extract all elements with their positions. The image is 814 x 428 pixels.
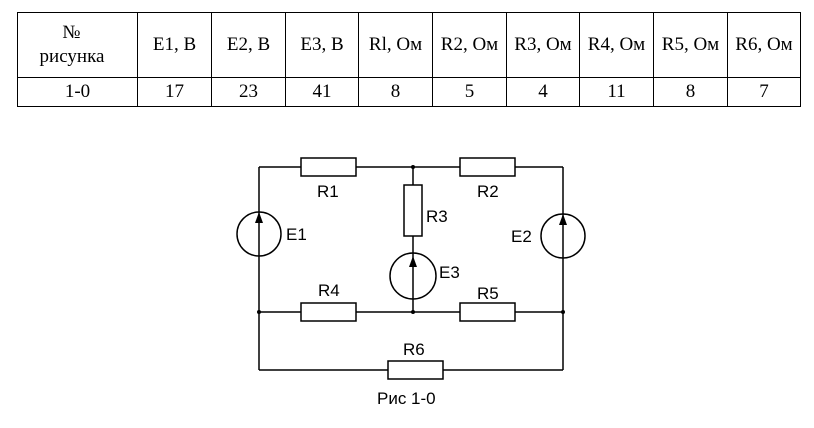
junction-dots xyxy=(257,165,565,314)
label-r6: R6 xyxy=(403,340,425,359)
header-e1: E1, В xyxy=(137,12,212,78)
label-r1: R1 xyxy=(317,182,339,201)
value-r3: 4 xyxy=(506,77,580,107)
header-r3: R3, Ом xyxy=(506,12,580,78)
header-e2: E2, В xyxy=(211,12,286,78)
resistor-r3 xyxy=(403,184,423,237)
source-e3 xyxy=(389,252,437,300)
label-e2: E2 xyxy=(511,227,532,246)
source-e2 xyxy=(540,213,586,259)
header-r6: R6, Ом xyxy=(727,12,801,78)
value-e2: 23 xyxy=(211,77,286,107)
resistor-r2 xyxy=(459,157,516,177)
label-e3: E3 xyxy=(439,263,460,282)
figure-number-header-line1: № xyxy=(62,22,81,43)
value-e3: 41 xyxy=(285,77,359,107)
resistor-r6 xyxy=(387,360,444,380)
label-r3: R3 xyxy=(426,207,448,226)
figure-caption: Рис 1-0 xyxy=(377,389,436,408)
header-r4: R4, Ом xyxy=(579,12,654,78)
label-r4: R4 xyxy=(318,281,340,300)
resistor-r4 xyxy=(300,302,357,322)
value-r6: 7 xyxy=(727,77,801,107)
value-r1: 8 xyxy=(358,77,433,107)
header-r2: R2, Ом xyxy=(432,12,507,78)
value-r2: 5 xyxy=(432,77,507,107)
value-r4: 11 xyxy=(579,77,654,107)
figure-number-header-line2: рисунка xyxy=(39,46,105,67)
figure-number-cell: 1-0 xyxy=(17,77,138,107)
resistor-r5 xyxy=(459,302,516,322)
label-r2: R2 xyxy=(477,182,499,201)
resistor-r1 xyxy=(300,157,357,177)
figure-number-header: № рисунка xyxy=(17,12,138,78)
label-r5: R5 xyxy=(477,284,499,303)
table-row: 1-0 17 23 41 8 5 4 11 8 7 xyxy=(17,77,801,107)
header-e3: E3, В xyxy=(285,12,359,78)
value-r5: 8 xyxy=(653,77,728,107)
source-e1 xyxy=(236,211,282,257)
parameters-table: № рисунка E1, В E2, В E3, В Rl, Ом R2, О… xyxy=(17,12,801,107)
label-e1: E1 xyxy=(286,225,307,244)
table-header-row: № рисунка E1, В E2, В E3, В Rl, Ом R2, О… xyxy=(17,12,801,78)
